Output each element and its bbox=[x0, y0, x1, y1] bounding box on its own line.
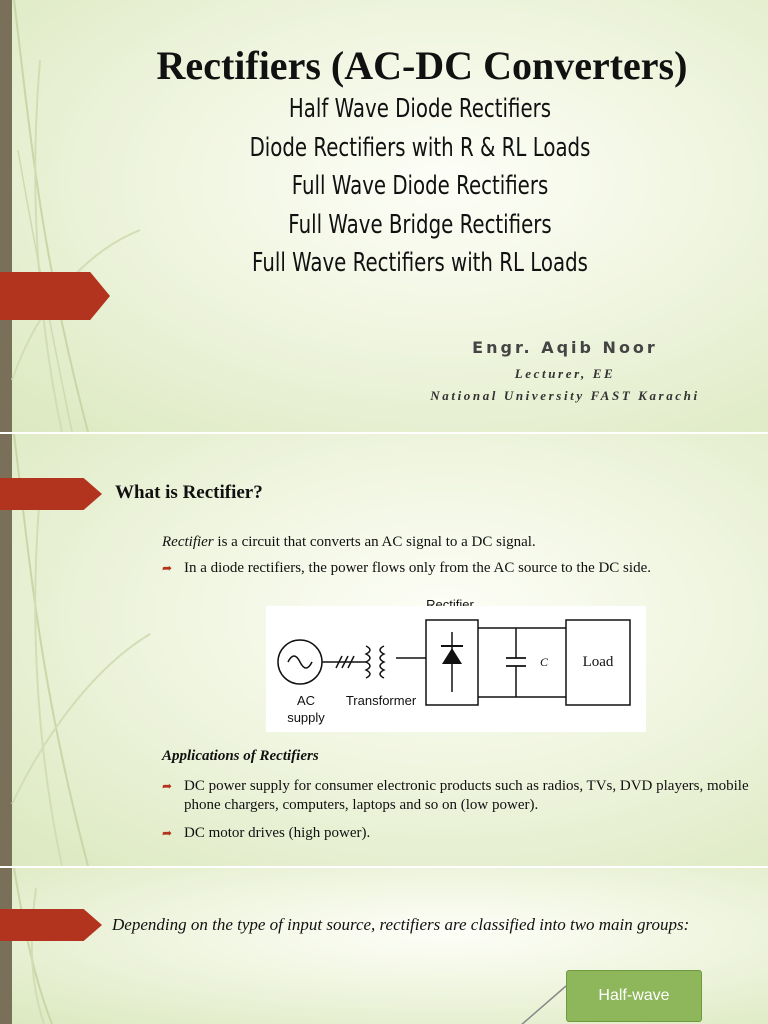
title-slide: Rectifiers (AC-DC Converters) Half Wave … bbox=[0, 0, 768, 432]
topic-item: Full Wave Bridge Rectifiers bbox=[288, 209, 552, 240]
author-name: Engr. Aqib Noor bbox=[472, 338, 658, 357]
slide-title: Rectifiers (AC-DC Converters) bbox=[156, 43, 688, 88]
list-item-text: DC power supply for consumer electronic … bbox=[184, 778, 749, 813]
rectifier-block bbox=[425, 619, 479, 706]
left-bar bbox=[0, 0, 12, 432]
topic-item: Full Wave Rectifiers with RL Loads bbox=[252, 248, 588, 278]
classification-text: Depending on the type of input source, r… bbox=[112, 915, 690, 934]
topic-list: Half Wave Diode Rectifiers Diode Rectifi… bbox=[120, 90, 720, 283]
accent-tag bbox=[0, 478, 102, 510]
left-bar bbox=[0, 868, 12, 1024]
topic-item: Full Wave Diode Rectifiers bbox=[291, 171, 549, 201]
load-label: Load bbox=[583, 654, 614, 670]
section-heading: What is Rectifier? bbox=[115, 482, 263, 503]
author-role: Lecturer, EE bbox=[514, 366, 616, 381]
definition-text: Rectifier is a circuit that converts an … bbox=[162, 533, 536, 551]
half-wave-box: Half-wave bbox=[566, 970, 702, 1022]
ac-label: AC bbox=[297, 693, 315, 708]
diode-icon bbox=[442, 648, 462, 664]
arrow-bullet-icon: ➦ bbox=[162, 826, 173, 840]
connector-line bbox=[521, 985, 567, 1024]
rectifier-circuit-diagram: C Load AC supply Transformer bbox=[266, 606, 646, 732]
decorative-stems bbox=[13, 868, 53, 1024]
arrow-bullet-icon: ➦ bbox=[162, 561, 173, 575]
capacitor-label: C bbox=[540, 655, 549, 669]
load-block bbox=[565, 619, 631, 706]
rectifier-definition-slide: What is Rectifier? Rectifier is a circui… bbox=[0, 434, 768, 866]
transformer-icon bbox=[364, 645, 371, 679]
transformer-label: Transformer bbox=[346, 693, 417, 708]
list-item: ➦ DC power supply for consumer electroni… bbox=[162, 777, 752, 814]
definition-rest: is a circuit that converts an AC signal … bbox=[213, 534, 536, 550]
list-item: ➦ DC motor drives (high power). bbox=[162, 824, 752, 843]
applications-heading: Applications of Rectifiers bbox=[162, 748, 319, 764]
list-item: ➦ In a diode rectifiers, the power flows… bbox=[162, 559, 752, 578]
arrow-bullet-icon: ➦ bbox=[162, 779, 173, 793]
classification-slide: Depending on the type of input source, r… bbox=[0, 868, 768, 1024]
accent-tag bbox=[0, 909, 102, 941]
accent-tag bbox=[0, 272, 110, 320]
topic-item: Diode Rectifiers with R & RL Loads bbox=[249, 132, 591, 163]
author-institution: National University FAST Karachi bbox=[430, 388, 700, 403]
list-item-text: DC motor drives (high power). bbox=[184, 825, 371, 841]
diagram-background bbox=[266, 606, 646, 732]
supply-label: supply bbox=[287, 710, 325, 725]
list-item-text: In a diode rectifiers, the power flows o… bbox=[184, 560, 651, 576]
left-bar bbox=[0, 434, 12, 866]
topic-item: Half Wave Diode Rectifiers bbox=[288, 94, 552, 124]
definition-term: Rectifier bbox=[162, 534, 214, 550]
